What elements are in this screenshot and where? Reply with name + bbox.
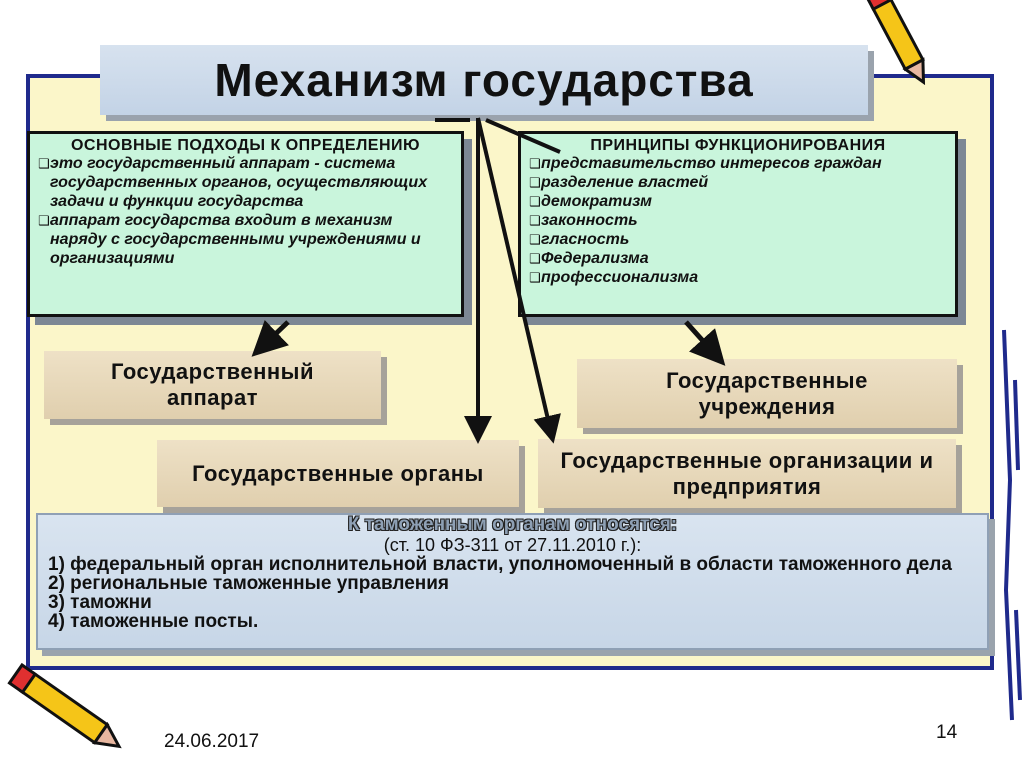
connector-arrows — [251, 117, 726, 444]
list-item: ❑ гласность — [529, 230, 947, 249]
list-item: ❑ Федерализма — [529, 249, 947, 268]
footer-date: 24.06.2017 — [164, 731, 260, 752]
approach-text: аппарат государства входит в механизм на… — [50, 212, 421, 267]
list-item: ❑ демократизм — [529, 192, 947, 211]
arrow-icon — [485, 118, 561, 154]
checkbox-bullet-icon: ❑ — [529, 232, 541, 247]
page-title: Механизм государства — [214, 54, 754, 106]
principle-text: демократизм — [541, 193, 652, 210]
list-item: ❑ аппарат государства входит в механизм … — [38, 211, 453, 268]
principles-heading: ПРИНЦИПЫ ФУНКЦИОНИРОВАНИЯ — [590, 137, 886, 154]
arrow-icon — [684, 320, 726, 366]
principle-text: профессионализма — [541, 269, 699, 286]
checkbox-bullet-icon: ❑ — [38, 213, 50, 228]
bodies-block: Государственные органы — [157, 440, 519, 507]
apparatus-label: Государственный аппарат — [111, 359, 314, 410]
principle-text: разделение властей — [541, 174, 709, 191]
checkbox-bullet-icon: ❑ — [529, 156, 541, 171]
checkbox-bullet-icon: ❑ — [38, 156, 50, 171]
bodies-label: Государственные органы — [192, 460, 484, 486]
scribble-decoration — [1002, 329, 1022, 721]
principle-text: гласность — [541, 231, 630, 248]
list-item: ❑ это государственный аппарат - система … — [38, 154, 453, 211]
approach-text: это государственный аппарат - система го… — [50, 155, 428, 210]
approaches-heading: ОСНОВНЫЕ ПОДХОДЫ К ОПРЕДЕЛЕНИЮ — [70, 137, 421, 154]
list-item: ❑ представительство интересов граждан — [529, 154, 947, 173]
principle-text: Федерализма — [541, 250, 649, 267]
list-item: ❑ разделение властей — [529, 173, 947, 192]
checkbox-bullet-icon: ❑ — [529, 213, 541, 228]
page-number: 14 — [936, 722, 958, 743]
list-item: 3) таможни — [48, 592, 152, 613]
principles-box: ПРИНЦИПЫ ФУНКЦИОНИРОВАНИЯ ❑ представител… — [518, 131, 958, 317]
pencil-icon — [7, 662, 122, 749]
pencil-icon — [864, 0, 926, 86]
arrow-icon — [251, 319, 290, 357]
list-item: 4) таможенные посты. — [48, 611, 259, 632]
apparatus-block: Государственный аппарат — [44, 351, 381, 419]
approaches-box: ОСНОВНЫЕ ПОДХОДЫ К ОПРЕДЕЛЕНИЮ ❑ это гос… — [27, 131, 464, 317]
checkbox-bullet-icon: ❑ — [529, 194, 541, 209]
arrow-icon — [476, 117, 561, 444]
checkbox-bullet-icon: ❑ — [529, 175, 541, 190]
title-box: Механизм государства — [100, 45, 868, 115]
institutions-label: Государственные учреждения — [666, 367, 868, 419]
principle-text: представительство интересов граждан — [541, 155, 882, 172]
list-item: ❑ законность — [529, 211, 947, 230]
list-item: 2) региональные таможенные управления — [48, 573, 450, 594]
checkbox-bullet-icon: ❑ — [529, 270, 541, 285]
customs-box: К таможенным органам относятся: (ст. 10 … — [36, 513, 989, 650]
organizations-block: Государственные организации и предприяти… — [538, 439, 956, 508]
organizations-label: Государственные организации и предприяти… — [560, 447, 934, 499]
list-item: 1) федеральный орган исполнительной влас… — [48, 554, 952, 575]
checkbox-bullet-icon: ❑ — [529, 251, 541, 266]
customs-reference: (ст. 10 ФЗ-311 от 27.11.2010 г.): — [383, 535, 642, 555]
customs-heading: К таможенным органам относятся: — [347, 514, 678, 535]
institutions-block: Государственные учреждения — [577, 359, 957, 428]
principle-text: законность — [541, 212, 638, 229]
list-item: ❑ профессионализма — [529, 268, 947, 287]
